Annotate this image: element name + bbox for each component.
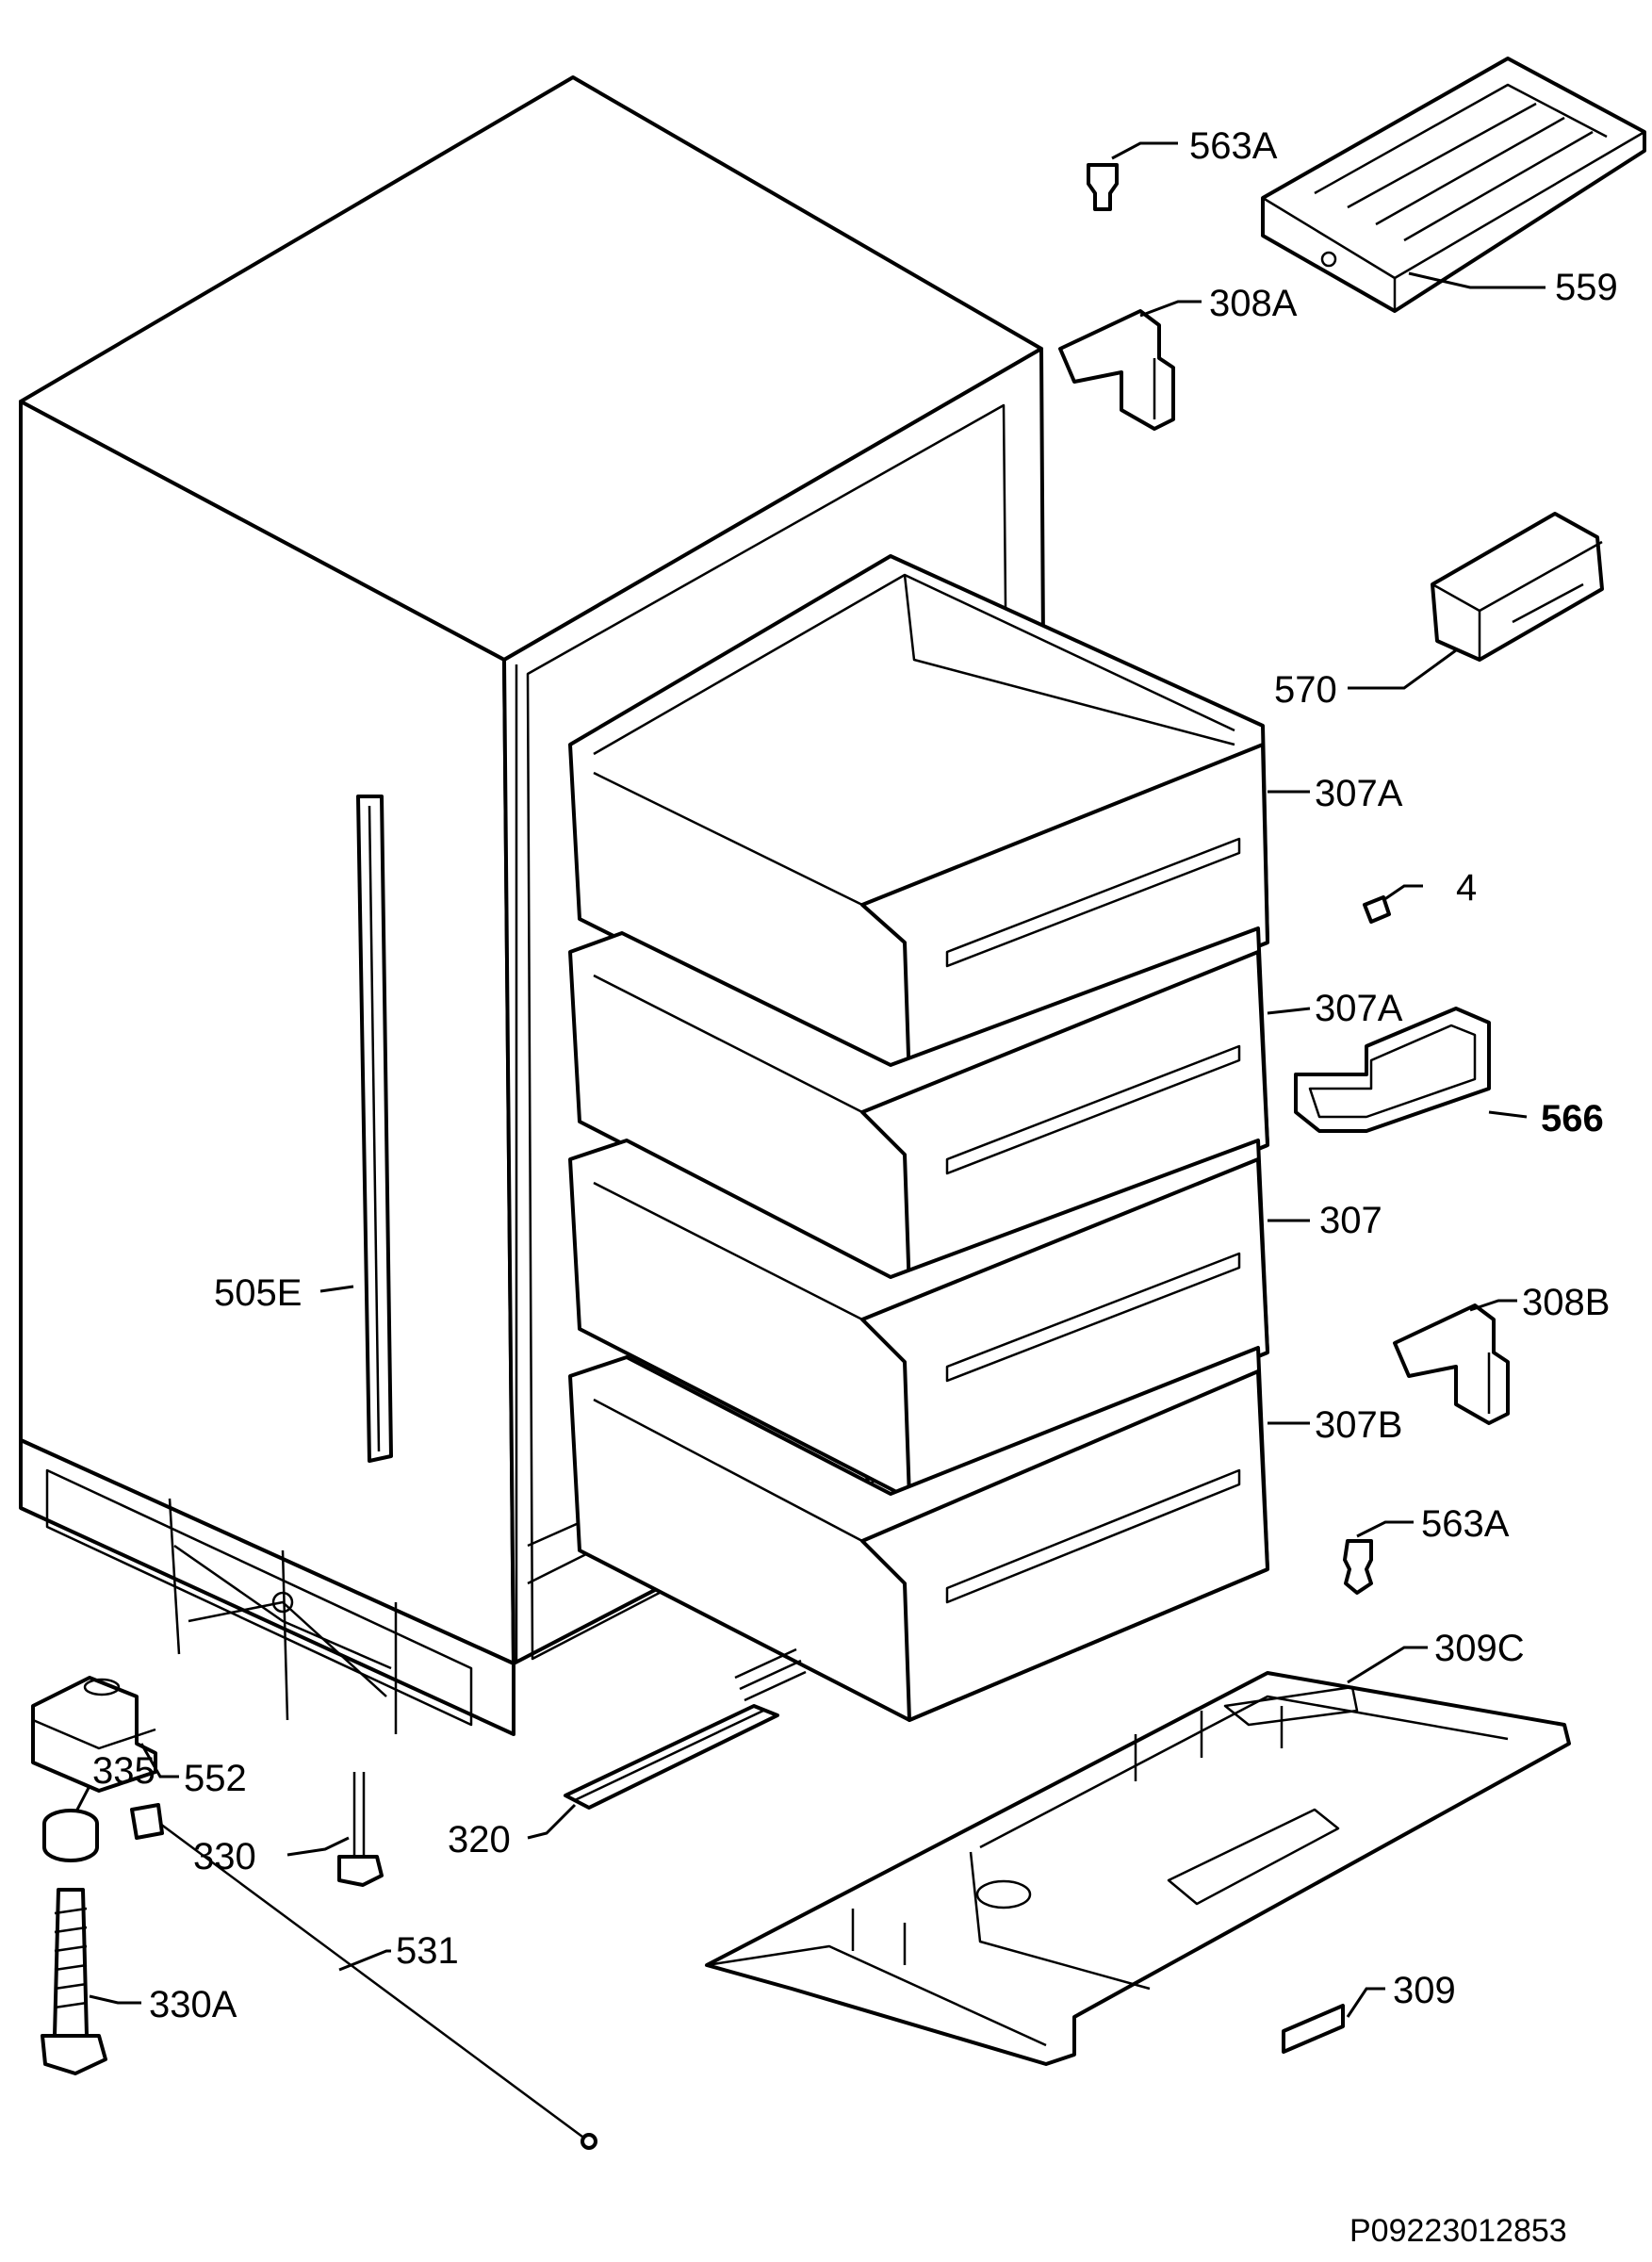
callout-308a: 308A [1209, 283, 1298, 324]
leader-lines [75, 141, 1546, 2018]
drawer-307a-top [568, 554, 1269, 1086]
hinge-308b [1393, 1303, 1510, 1425]
callout-307a-2: 307A [1315, 988, 1403, 1029]
rod-531 [130, 1803, 597, 2150]
callout-552: 552 [184, 1758, 247, 1799]
document-id: P09223012853 [1349, 2213, 1567, 2249]
callout-labels: 563A 559 308A 570 307A 4 307A 566 307 30… [92, 125, 1618, 2025]
callout-330a: 330A [149, 1984, 237, 2025]
drawer-307 [568, 1139, 1269, 1500]
callout-531: 531 [396, 1930, 459, 1972]
butter-compartment-570 [1431, 512, 1604, 662]
callout-309c: 309C [1434, 1628, 1525, 1669]
callout-570: 570 [1274, 669, 1337, 711]
callout-308b: 308B [1522, 1282, 1610, 1323]
rivet-563a-top [1087, 163, 1119, 211]
hinge-308a [1058, 309, 1175, 431]
handle-strip-505e [356, 795, 393, 1463]
callout-563a-bottom: 563A [1421, 1503, 1510, 1545]
callout-505e: 505E [214, 1272, 302, 1314]
callout-335: 335 [92, 1750, 155, 1792]
callout-566: 566 [1541, 1098, 1604, 1139]
foot-330 [337, 1772, 384, 1887]
gear-335 [42, 1809, 99, 1862]
base-tray-309c [705, 1671, 1571, 2066]
callout-563a-top: 563A [1189, 125, 1278, 167]
callout-330: 330 [193, 1836, 256, 1877]
hinge-bracket-552 [31, 1676, 157, 1793]
label-309 [1282, 2004, 1345, 2054]
callout-320: 320 [448, 1819, 511, 1860]
screw-4 [1363, 895, 1391, 924]
callout-307a-1: 307A [1315, 773, 1403, 814]
ice-tray-559 [1261, 57, 1646, 313]
callout-307: 307 [1319, 1200, 1382, 1241]
rivet-563a-bottom [1343, 1539, 1373, 1595]
callout-307b: 307B [1315, 1404, 1402, 1446]
kickplate-320 [564, 1647, 807, 1810]
callout-4: 4 [1456, 867, 1477, 909]
callout-559: 559 [1555, 267, 1618, 308]
seal-566 [1294, 1007, 1491, 1133]
drawer-307b [568, 1346, 1269, 1722]
adjustable-foot-330a [41, 1888, 107, 2075]
callout-309: 309 [1393, 1970, 1456, 2011]
